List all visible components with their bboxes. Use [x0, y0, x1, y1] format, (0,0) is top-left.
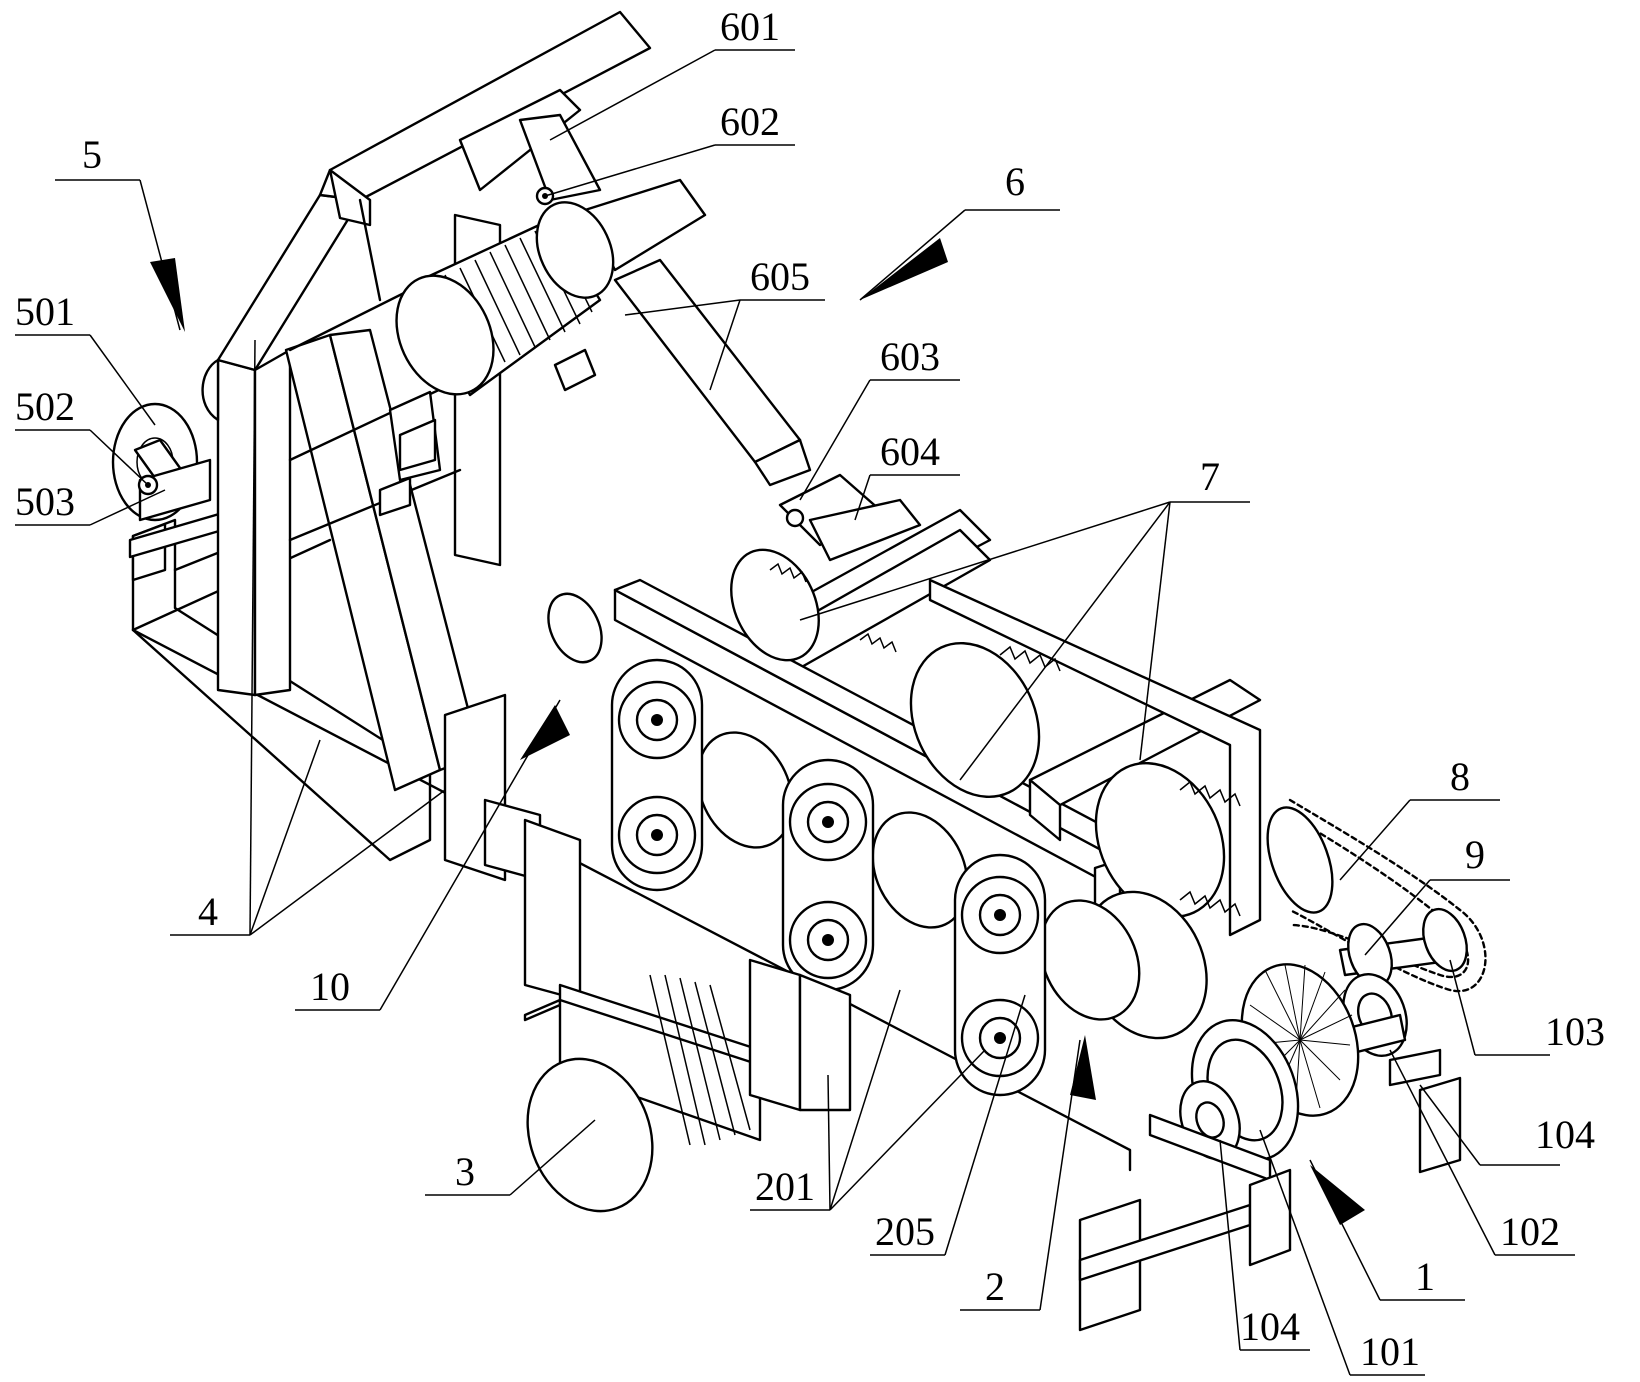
- pulley-plate-middle: [781, 758, 875, 992]
- motor-assembly-6: [395, 88, 992, 687]
- label-5: 5: [82, 132, 102, 177]
- label-1: 1: [1415, 1254, 1435, 1299]
- label-503: 503: [15, 479, 75, 524]
- motor-3: [526, 958, 852, 1213]
- shaft-9: [1338, 907, 1468, 988]
- label-205: 205: [875, 1209, 935, 1254]
- mount-104-lower: [1078, 1076, 1462, 1332]
- label-104-lower: 104: [1240, 1304, 1300, 1349]
- label-601: 601: [720, 4, 780, 49]
- roller-frame-7: [547, 548, 1262, 1040]
- disc-assembly-5: [111, 358, 220, 522]
- label-501: 501: [15, 289, 75, 334]
- brush-bristles: [1247, 964, 1353, 1116]
- label-4: 4: [198, 889, 218, 934]
- gear-teeth: [769, 562, 1241, 917]
- bracket-10: [443, 693, 582, 1022]
- motor-3-endcap: [526, 1057, 654, 1213]
- pulley-plate-left: [610, 658, 704, 892]
- label-604: 604: [880, 429, 940, 474]
- label-502: 502: [15, 384, 75, 429]
- label-603: 603: [880, 334, 940, 379]
- leader-lines: [15, 49, 1575, 1376]
- motor-endcap: [395, 274, 495, 396]
- motor-3-fins: [649, 974, 751, 1146]
- pulley-plate-right: [953, 853, 1047, 1097]
- label-602: 602: [720, 99, 780, 144]
- label-7: 7: [1200, 454, 1220, 499]
- label-6: 6: [1005, 159, 1025, 204]
- label-104-upper: 104: [1535, 1112, 1595, 1157]
- left-upright-frame: [216, 10, 652, 792]
- label-8: 8: [1450, 754, 1470, 799]
- label-102: 102: [1500, 1209, 1560, 1254]
- plate-604: [808, 498, 922, 562]
- label-103: 103: [1545, 1009, 1605, 1054]
- label-201: 201: [755, 1164, 815, 1209]
- label-9: 9: [1465, 832, 1485, 877]
- label-10: 10: [310, 964, 350, 1009]
- part-labels: 5 501 502 503 601 602 6 605 603 604 7 8 …: [15, 4, 1605, 1374]
- label-605: 605: [750, 254, 810, 299]
- bracket-601: [458, 88, 582, 192]
- label-101: 101: [1360, 1329, 1420, 1374]
- label-2: 2: [985, 1264, 1005, 1309]
- label-3: 3: [455, 1149, 475, 1194]
